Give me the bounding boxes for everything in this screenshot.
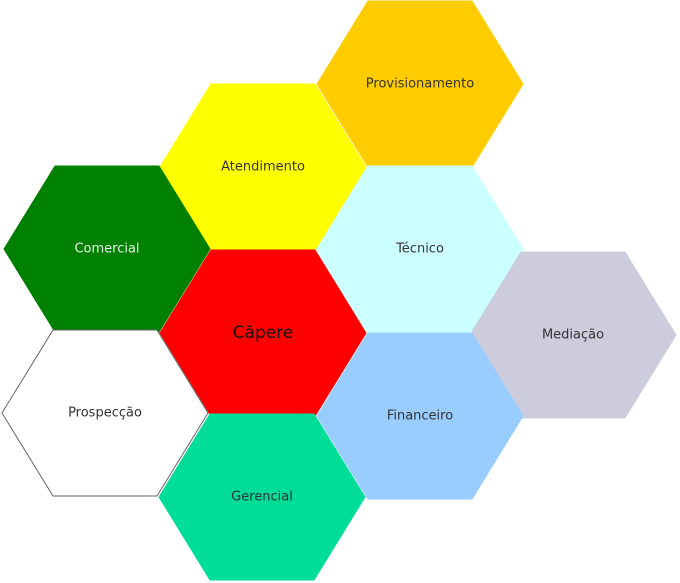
hexagon-label-capere: Căpere	[233, 323, 294, 343]
hexagon-financeiro: Financeiro	[316, 332, 524, 500]
hexagon-label-gerencial: Gerencial	[231, 490, 293, 505]
hexagon-shape-gerencial	[158, 413, 366, 581]
hexagon-shape-prospeccao	[1, 329, 209, 497]
hexagon-label-mediacao: Mediação	[542, 328, 604, 343]
hexagon-label-financeiro: Financeiro	[387, 409, 453, 424]
hexagon-label-tecnico: Técnico	[395, 242, 444, 257]
hexagon-label-comercial: Comercial	[74, 242, 139, 257]
hexagon-tecnico: Técnico	[316, 165, 524, 333]
hexagon-prospeccao: Prospecção	[1, 329, 209, 497]
hexagon-shape-financeiro	[316, 332, 524, 500]
hexagon-label-atendimento: Atendimento	[221, 160, 305, 175]
hexagon-gerencial: Gerencial	[158, 413, 366, 581]
hexagon-comercial: Comercial	[3, 165, 211, 333]
hexagon-label-prospeccao: Prospecção	[68, 406, 142, 421]
hexagon-capere: Căpere	[159, 249, 367, 417]
hexagon-label-provisionamento: Provisionamento	[366, 77, 474, 92]
hexagon-shape-comercial	[3, 165, 211, 333]
